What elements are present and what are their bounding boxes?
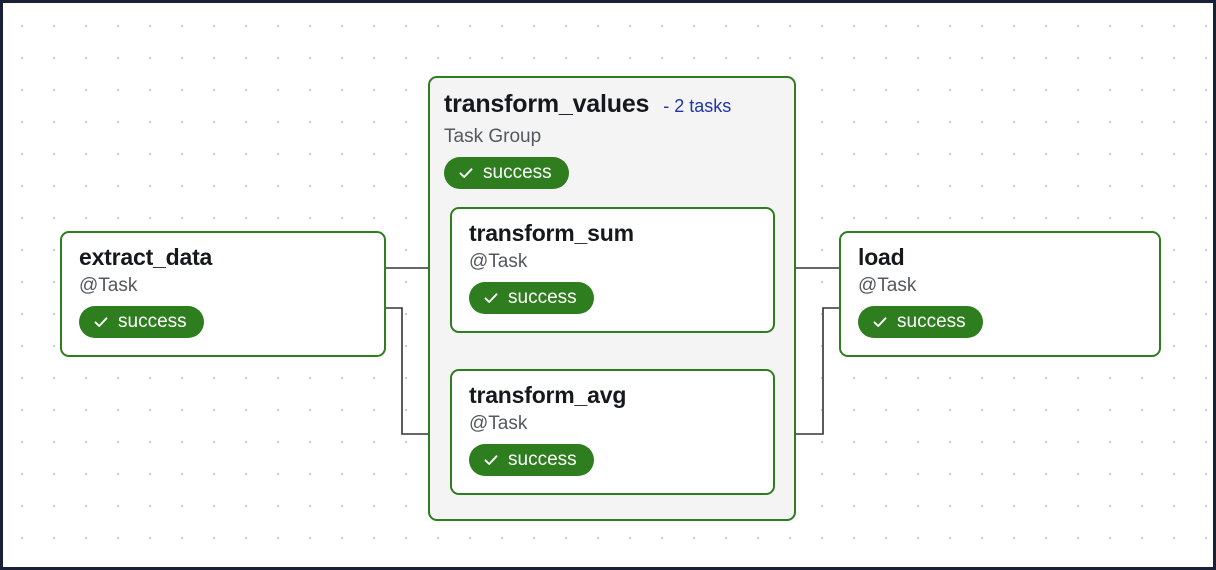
check-icon [483,290,499,306]
node-title: load [858,244,905,270]
node-status-label: success [508,287,577,309]
node-subtitle: @Task [79,275,138,297]
check-icon [872,314,888,330]
node-status-label: success [897,311,966,333]
node-transform-avg[interactable]: transform_avg @Task success [450,369,775,495]
node-extract-data[interactable]: extract_data @Task success [60,231,386,357]
task-group-type-label: Task Group [444,126,542,147]
task-group-header: transform_values - 2 tasks Task Group su… [444,90,784,189]
node-load[interactable]: load @Task success [839,231,1161,357]
node-title: extract_data [79,244,213,270]
node-subtitle: @Task [469,413,528,435]
check-icon [458,165,474,181]
task-group-status-badge: success [444,157,569,189]
check-icon [483,452,499,468]
node-title: transform_sum [469,220,634,246]
task-group-title: transform_values [444,90,650,118]
node-status-badge: success [469,444,594,477]
node-title: transform_avg [469,382,627,408]
task-group-status-label: success [483,162,552,183]
node-status-badge: success [79,306,204,339]
task-group-task-count-link[interactable]: - 2 tasks [663,96,732,116]
node-status-badge: success [469,282,594,315]
node-status-label: success [118,311,187,333]
node-subtitle: @Task [858,275,917,297]
node-status-badge: success [858,306,983,339]
node-transform-sum[interactable]: transform_sum @Task success [450,207,775,333]
node-status-label: success [508,449,577,471]
node-subtitle: @Task [469,251,528,273]
check-icon [93,314,109,330]
